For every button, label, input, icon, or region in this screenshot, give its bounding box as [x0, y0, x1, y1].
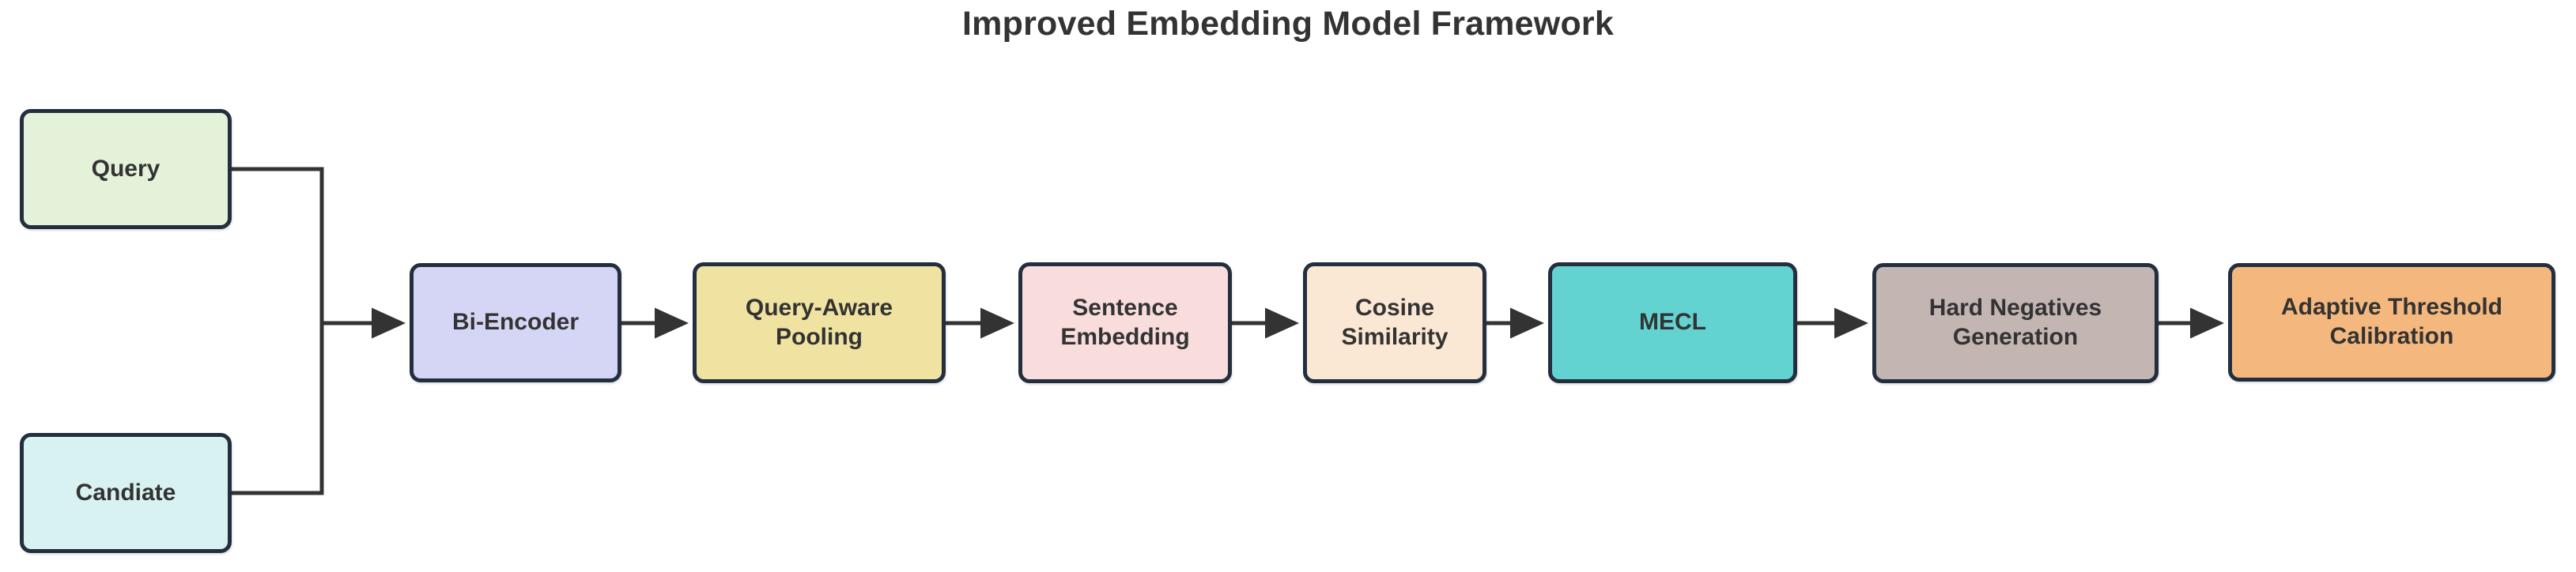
edge-query-to-junction	[229, 167, 324, 326]
node-hard-negatives-generation[interactable]: Hard Negatives Generation	[1872, 263, 2159, 383]
node-hard-negatives-generation-label: Hard Negatives Generation	[1928, 295, 2102, 350]
diagram-title: Improved Embedding Model Framework	[962, 5, 1614, 43]
node-query[interactable]: Query	[20, 109, 232, 229]
node-mecl-label: MECL	[1639, 309, 1706, 336]
node-query-aware-pooling[interactable]: Query-Aware Pooling	[693, 262, 946, 383]
node-cosine-similarity[interactable]: Cosine Similarity	[1303, 262, 1486, 383]
node-candidate-label: Candiate	[75, 479, 176, 506]
node-query-label: Query	[91, 155, 161, 182]
node-candidate[interactable]: Candiate	[20, 433, 232, 553]
edge-candidate-to-junction	[229, 321, 324, 495]
node-bi-encoder[interactable]: Bi-Encoder	[410, 263, 621, 382]
node-adaptive-threshold-calibration[interactable]: Adaptive Threshold Calibration	[2228, 263, 2555, 382]
node-mecl[interactable]: MECL	[1548, 262, 1797, 383]
node-bi-encoder-label: Bi-Encoder	[451, 309, 580, 336]
node-sentence-embedding[interactable]: Sentence Embedding	[1018, 262, 1232, 383]
node-cosine-similarity-label: Cosine Similarity	[1341, 294, 1449, 350]
node-sentence-embedding-label: Sentence Embedding	[1060, 294, 1190, 350]
node-adaptive-threshold-calibration-label: Adaptive Threshold Calibration	[2280, 294, 2503, 349]
node-query-aware-pooling-label: Query-Aware Pooling	[745, 294, 893, 350]
